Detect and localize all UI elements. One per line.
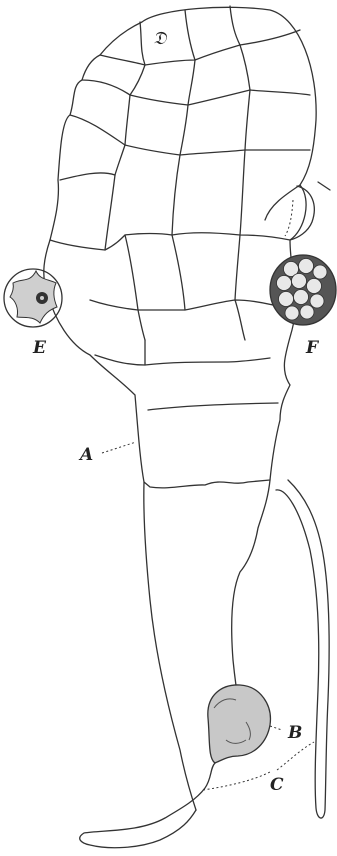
label-b: B	[287, 723, 302, 743]
leader-a	[102, 442, 136, 453]
label-f: F	[305, 338, 320, 358]
leader-c2	[277, 742, 314, 770]
rhizoid-right	[276, 480, 329, 818]
label-a: A	[78, 445, 93, 465]
label-e: E	[32, 338, 47, 358]
stalk-left-wall	[144, 482, 196, 810]
cell-f	[270, 255, 336, 325]
cell-walls	[50, 6, 310, 410]
cell-b	[208, 685, 271, 763]
leader-b	[270, 726, 282, 730]
cell-mark-label: 𝔇	[153, 28, 168, 49]
stalk-right-wall	[232, 480, 270, 712]
faint-edge-mark	[318, 182, 330, 190]
label-c: C	[270, 775, 284, 795]
leader-c1	[203, 772, 270, 790]
cell-e	[4, 269, 62, 327]
lateral-bulge	[290, 186, 314, 240]
